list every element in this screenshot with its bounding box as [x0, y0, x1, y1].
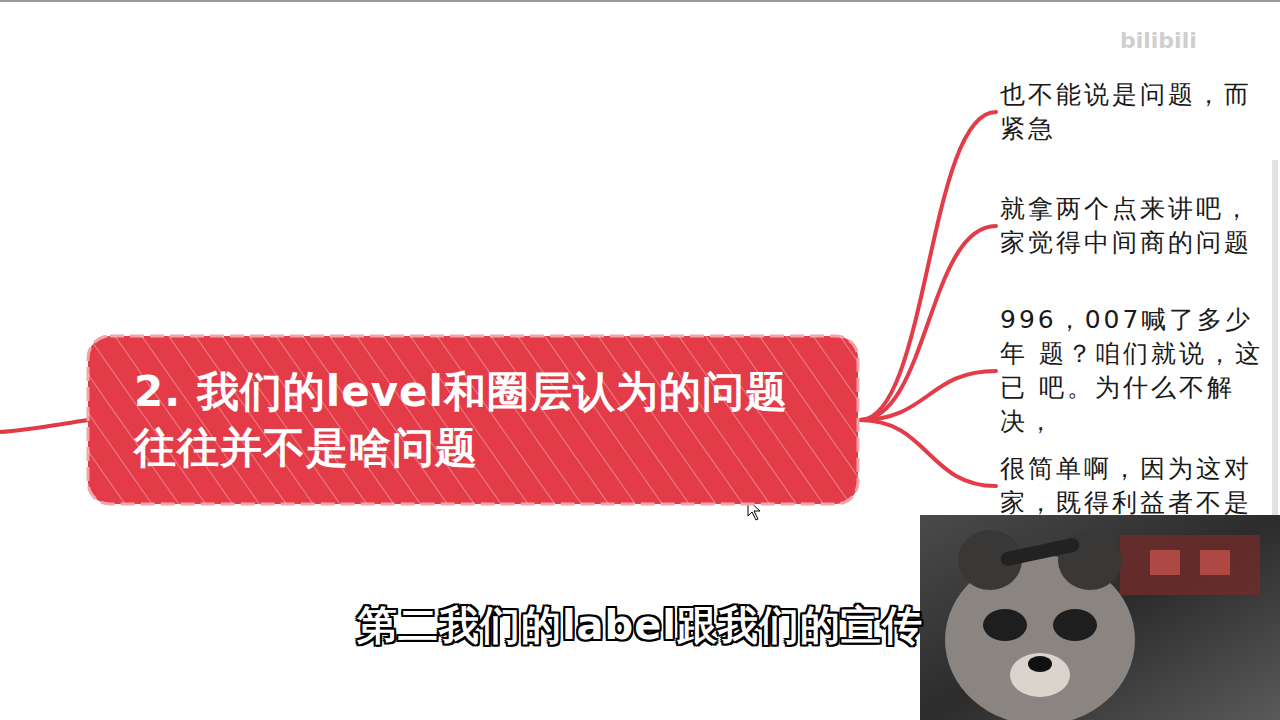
topic-text: 996，007喊了多少年 题？咱们就说，这已 吧。为什么不解决，: [1000, 303, 1272, 439]
box-background: [86, 334, 860, 506]
subtitle: 第二我们的label跟我们的宣传: [357, 598, 923, 653]
top-border: [0, 0, 1280, 2]
central-topic-box: 2. 我们的level和圈层认为的问题 往往并不是啥问题: [86, 334, 860, 506]
subtopic: 很简单啊，因为这对 家，既得利益者不是: [1000, 452, 1272, 520]
branch-connector: [860, 371, 996, 420]
topic-text: 很简单啊，因为这对 家，既得利益者不是: [1000, 452, 1272, 520]
subtopic: 也不能说是问题，而 紧急: [1000, 78, 1272, 146]
subtopic: 996，007喊了多少年 题？咱们就说，这已 吧。为什么不解决，: [1000, 303, 1272, 439]
topic-text: 就拿两个点来讲吧， 家觉得中间商的问题: [1000, 192, 1272, 260]
topic-text: 也不能说是问题，而 紧急: [1000, 78, 1272, 146]
scrollbar: [1272, 160, 1278, 560]
branch-connector: [860, 112, 996, 420]
branch-connector: [860, 226, 996, 420]
incoming-branch: [0, 420, 88, 432]
video-overlay: [920, 515, 1280, 720]
branch-connector: [860, 420, 996, 486]
watermark: bilibili: [1120, 28, 1197, 53]
subtopic: 就拿两个点来讲吧， 家觉得中间商的问题: [1000, 192, 1272, 260]
topic-title: 2. 我们的level和圈层认为的问题 往往并不是啥问题: [134, 364, 824, 476]
